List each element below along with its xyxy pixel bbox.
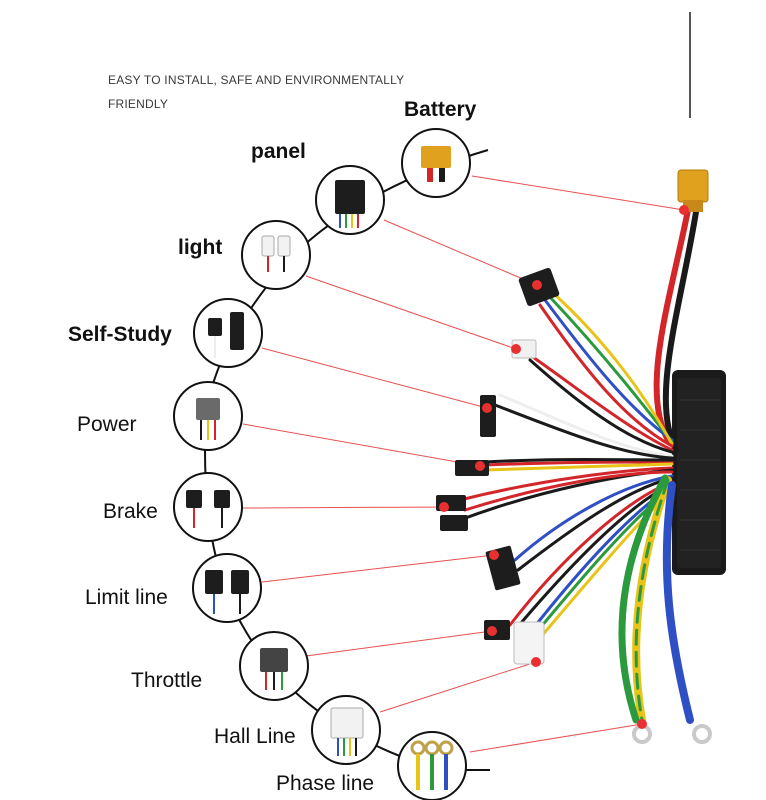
label-panel: panel: [251, 140, 306, 163]
ring-terminal-icon: [410, 740, 454, 790]
power-plug-icon: [196, 398, 220, 420]
label-power: Power: [77, 413, 137, 436]
label-battery: Battery: [404, 98, 477, 121]
limit-plug-icon: [205, 570, 223, 594]
throttle-callout: [239, 631, 309, 701]
tagline-line-1: EASY TO INSTALL, SAFE AND ENVIRONMENTALL…: [108, 73, 405, 87]
phase-line-callout: [397, 731, 467, 800]
pointer-dots: [439, 205, 689, 729]
limit-line-callout: [192, 553, 262, 623]
brake-callout: [173, 472, 243, 542]
power-callout: [173, 381, 243, 451]
label-self-study: Self-Study: [68, 323, 172, 346]
label-limit-line: Limit line: [85, 586, 168, 609]
controller-box: [672, 370, 726, 575]
label-light: light: [178, 236, 223, 259]
battery-callout: [401, 128, 471, 198]
light-callout: [241, 220, 311, 290]
wire-harness: [458, 207, 699, 724]
label-hall-line: Hall Line: [214, 725, 296, 748]
self-study-plug-icon: [208, 318, 222, 336]
label-throttle: Throttle: [131, 669, 203, 692]
throttle-plug-icon: [260, 648, 288, 672]
tagline: EASY TO INSTALL, SAFE AND ENVIRONMENTALL…: [108, 68, 468, 116]
label-phase-line: Phase line: [276, 772, 375, 795]
hall-line-callout: [311, 695, 381, 765]
self-study-callout: [193, 298, 263, 368]
panel-callout: [315, 165, 385, 235]
light-plug-icon: [261, 235, 275, 257]
display-plug-icon: [335, 180, 365, 214]
pointer-lines: [242, 175, 685, 753]
label-brake: Brake: [103, 500, 158, 523]
header-divider: [689, 12, 691, 118]
xt60-connector-icon: [421, 146, 451, 168]
brake-plug-icon: [186, 490, 202, 508]
hall-plug-icon: [330, 707, 364, 739]
tagline-line-2: FRIENDLY: [108, 97, 169, 111]
callout-circles: [173, 128, 471, 800]
